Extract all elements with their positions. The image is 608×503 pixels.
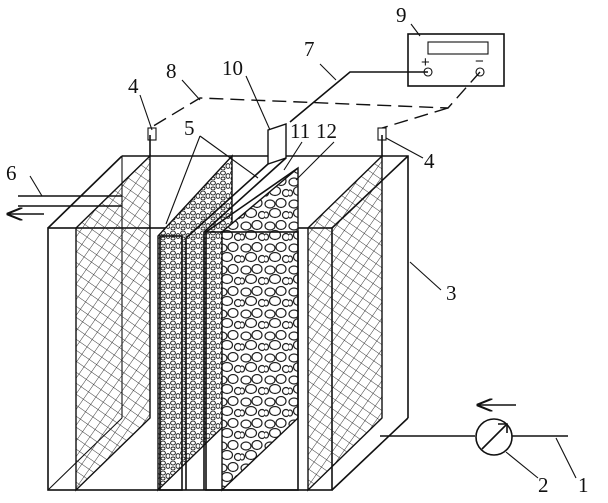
packed-particle-bed	[205, 166, 299, 492]
dc-power-supply: + −	[407, 33, 505, 87]
negative-terminal-label: −	[475, 53, 484, 70]
label-6: 6	[6, 161, 17, 185]
pump	[475, 418, 513, 456]
wire-negative-dashed	[149, 71, 481, 129]
label-8: 8	[166, 59, 177, 83]
label-7: 7	[304, 37, 315, 61]
label-9: 9	[396, 3, 407, 27]
separator-membrane	[185, 123, 287, 490]
label-11: 11	[290, 119, 310, 143]
outlet-pipe	[8, 195, 122, 214]
mesh-electrode-left	[75, 127, 157, 492]
inlet-pipe	[380, 405, 568, 437]
label-1: 1	[578, 473, 589, 497]
positive-terminal-label: +	[421, 54, 430, 71]
leader-lines	[29, 23, 577, 479]
label-4-right: 4	[424, 149, 435, 173]
label-10: 10	[222, 56, 243, 80]
label-4-left: 4	[128, 74, 139, 98]
label-12: 12	[316, 119, 337, 143]
label-3: 3	[446, 281, 457, 305]
label-5: 5	[184, 116, 195, 140]
wire-positive	[289, 71, 428, 123]
narrow-particle-column	[157, 154, 233, 492]
label-2: 2	[538, 473, 549, 497]
mesh-electrode-right	[307, 127, 387, 492]
